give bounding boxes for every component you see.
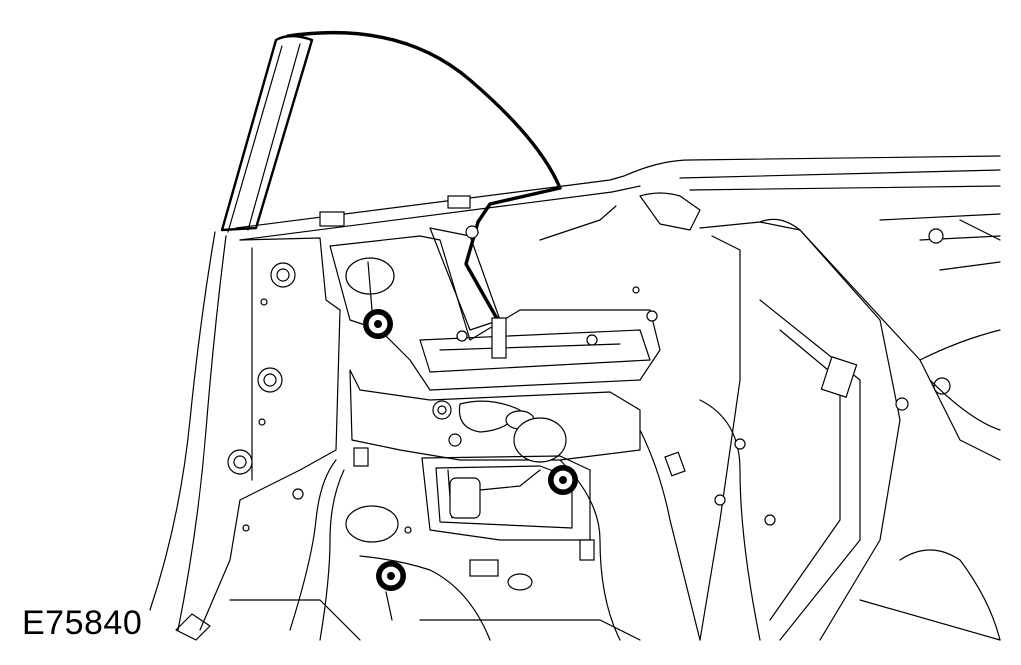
weatherstrip-highlight [286,30,562,326]
mounting-bracket [329,227,661,463]
fastener-nut-upper-left [363,309,393,339]
seat-back-frame [699,218,1001,641]
rear-pillar-trim [220,34,314,233]
small-fasteners [292,225,746,534]
lower-well-tray [345,455,591,591]
upper-right-linkage [539,192,1001,271]
wiring-harness [289,399,761,641]
figure-id-label: E75840 [22,604,143,642]
floor-outline [175,599,641,641]
fastener-nut-lower-right [548,465,578,495]
quarter-panel-left [149,231,341,631]
fastener-nut-bottom [376,561,406,621]
beltline-rail [235,155,1001,241]
